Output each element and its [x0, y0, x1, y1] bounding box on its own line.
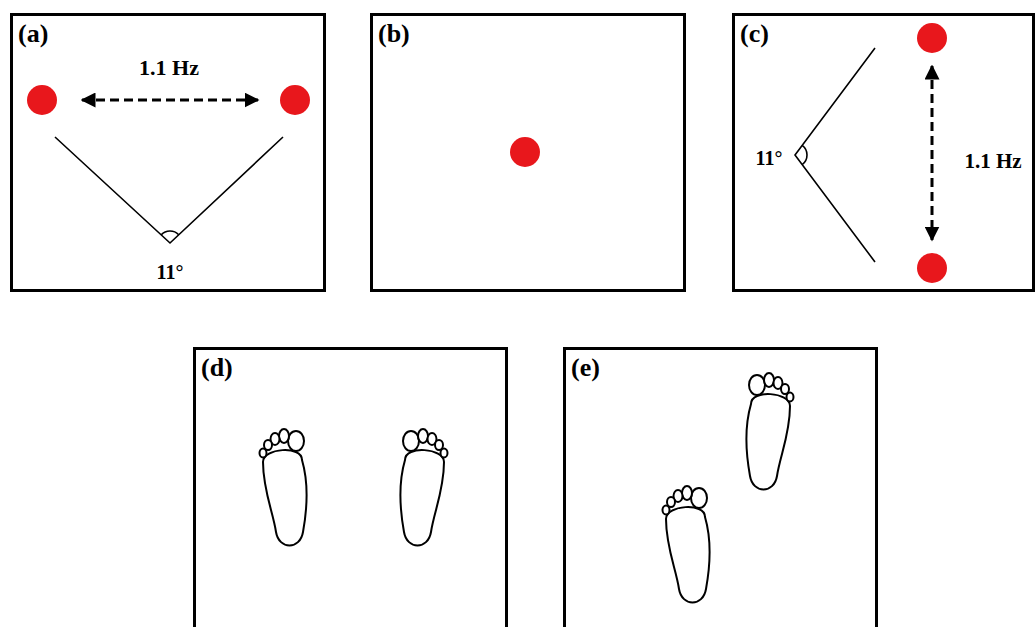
- angle-lines: [55, 137, 283, 243]
- target-dot: [917, 253, 947, 283]
- right-foot: [746, 373, 793, 490]
- annotation-label: 11°: [756, 148, 783, 168]
- panel: (c) 11° 1.1 Hz: [732, 13, 1035, 292]
- panel-label: (d): [201, 355, 233, 381]
- panel: (e): [563, 347, 878, 627]
- panel: (a) 1.1 Hz 11°: [10, 13, 326, 292]
- right-foot: [400, 429, 447, 546]
- oscillation-arrow: [931, 66, 934, 240]
- annotation-label: 1.1 Hz: [964, 151, 1021, 172]
- angle-arc: [802, 145, 807, 164]
- panel-label: (a): [18, 21, 48, 47]
- left-foot: [260, 429, 307, 546]
- left-foot: [663, 486, 710, 603]
- panel: (d): [193, 347, 508, 627]
- angle-lines: [795, 48, 875, 262]
- panel-label: (c): [740, 21, 769, 47]
- angle-arc: [161, 231, 179, 235]
- target-dot: [27, 85, 57, 115]
- oscillation-arrow: [82, 99, 258, 102]
- target-dot: [280, 85, 310, 115]
- fixation-dot: [510, 137, 540, 167]
- panel-label: (e): [571, 355, 600, 381]
- panel-label: (b): [378, 21, 410, 47]
- annotation-label: 11°: [157, 262, 184, 282]
- target-dot: [917, 23, 947, 53]
- annotation-label: 1.1 Hz: [139, 57, 199, 79]
- panel: (b): [370, 13, 686, 292]
